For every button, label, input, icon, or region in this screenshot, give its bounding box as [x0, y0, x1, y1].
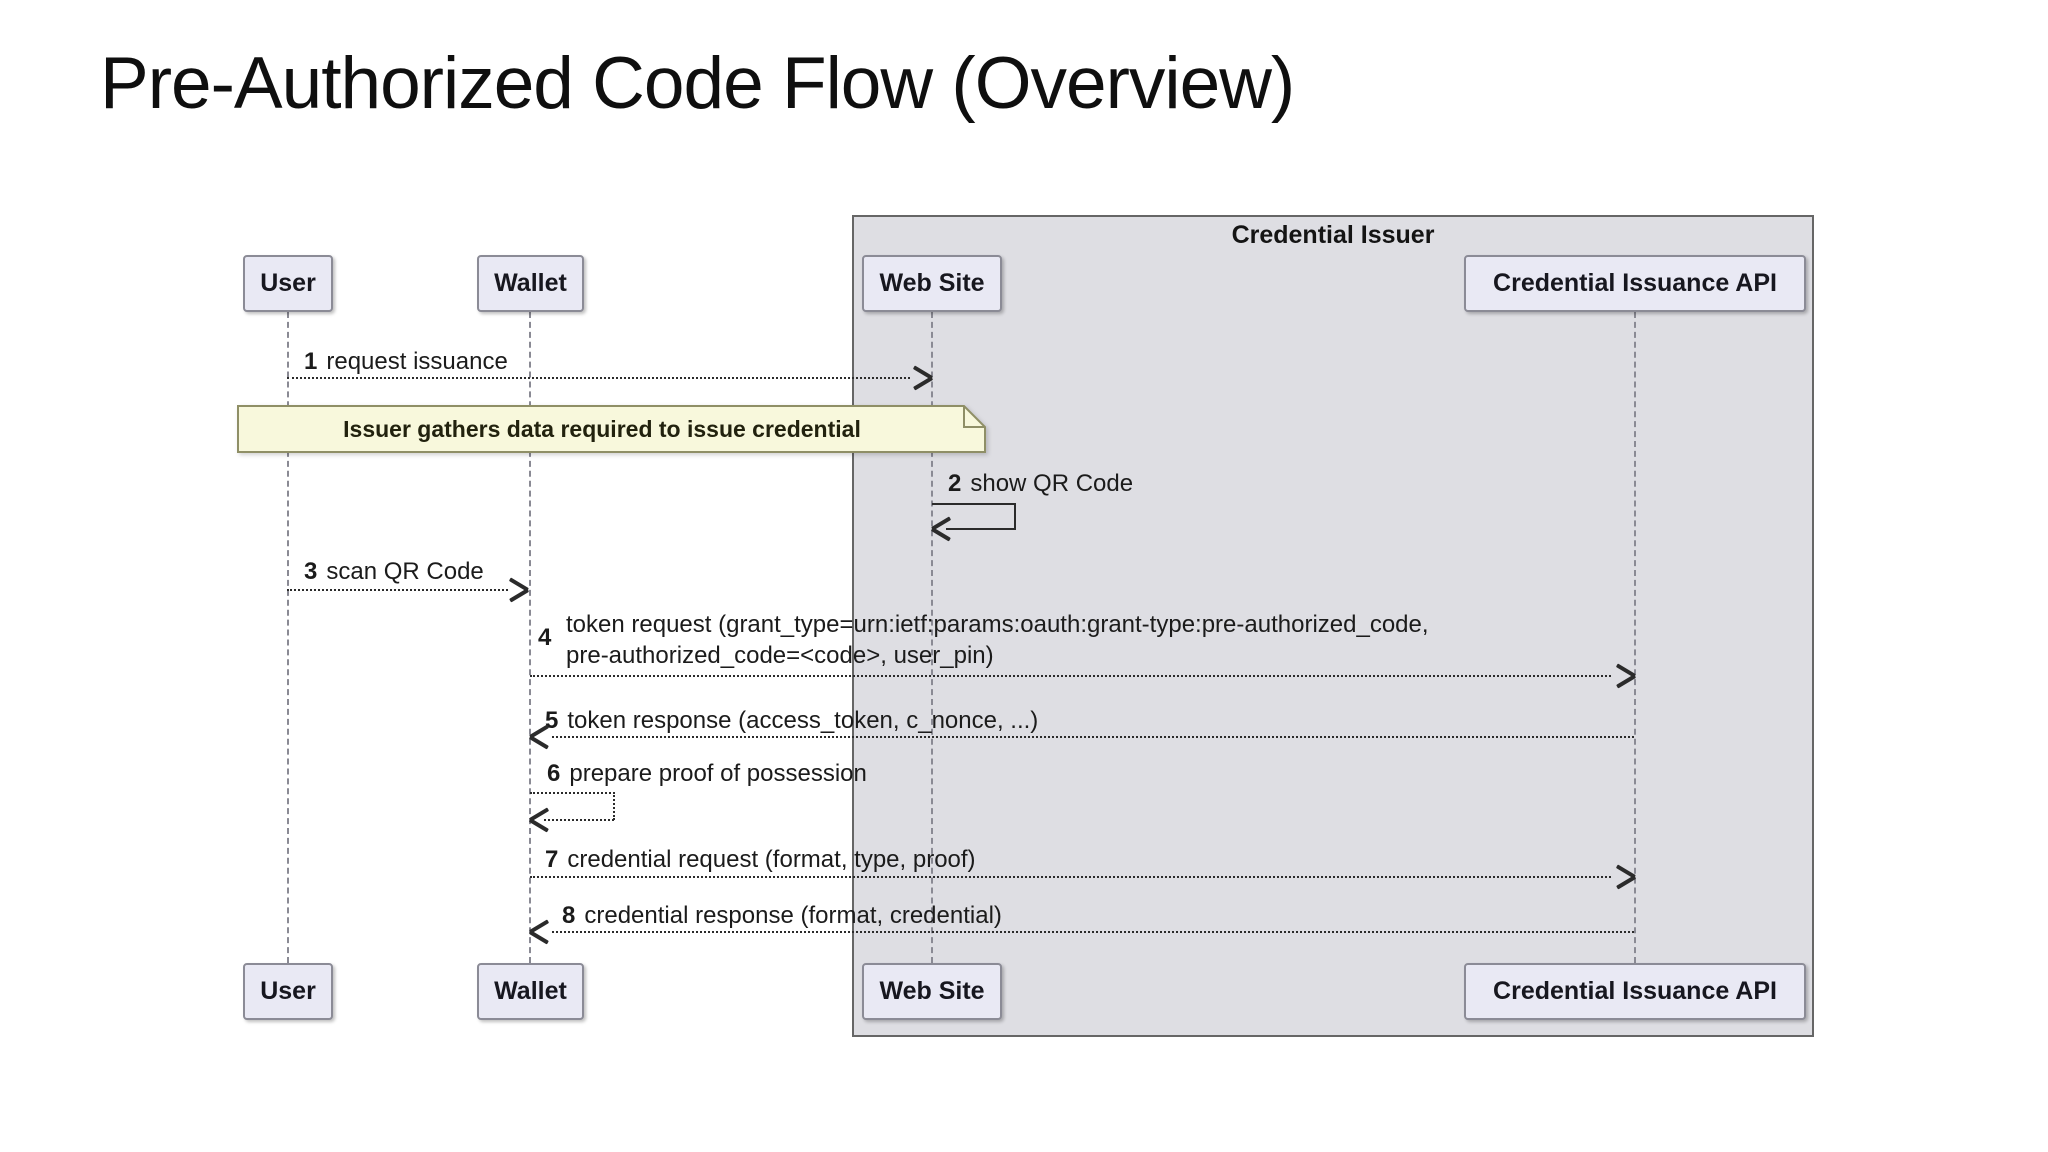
message-2-label: 2 show QR Code [948, 468, 1133, 499]
message-6-label: 6 prepare proof of possession [547, 758, 867, 789]
message-4-label: token request (grant_type=urn:ietf:param… [566, 609, 1429, 671]
note: Issuer gathers data required to issue cr… [237, 405, 987, 453]
message-8-text: credential response (format, credential) [584, 902, 1002, 929]
participant-website-top: Web Site [862, 255, 1002, 312]
participant-user-top: User [243, 255, 333, 312]
message-6-text: prepare proof of possession [569, 760, 867, 787]
message-3-number: 3 [304, 558, 318, 585]
lifeline-wallet [529, 312, 531, 963]
participant-credential-issuance-api-bottom: Credential Issuance API [1464, 963, 1806, 1020]
message-8-number: 8 [562, 902, 576, 929]
message-8-line [552, 931, 1634, 933]
lifeline-credential-issuance-api [1634, 312, 1636, 963]
message-6-number: 6 [547, 760, 561, 787]
message-7-label: 7 credential request (format, type, proof… [545, 844, 976, 875]
participant-user-bottom: User [243, 963, 333, 1020]
participant-wallet-top: Wallet [477, 255, 584, 312]
credential-issuer-frame [852, 215, 1814, 1037]
message-4-arrowhead-icon [1611, 664, 1635, 688]
message-6-loop-bottom [544, 819, 614, 821]
credential-issuer-frame-label: Credential Issuer [1231, 221, 1435, 249]
message-2-loop-bottom [946, 528, 1016, 530]
lifeline-website [931, 312, 933, 963]
message-4-text-line1: token request (grant_type=urn:ietf:param… [566, 611, 1429, 638]
message-6-loop-side [613, 792, 615, 820]
message-2-number: 2 [948, 470, 962, 497]
message-4-text-line2: pre-authorized_code=<code>, user_pin) [566, 642, 994, 669]
message-1-line [287, 377, 910, 379]
message-8-arrowhead-icon [530, 920, 554, 944]
message-1-text: request issuance [326, 348, 508, 375]
message-7-text: credential request (format, type, proof) [567, 846, 976, 873]
message-3-text: scan QR Code [326, 558, 484, 585]
participant-wallet-bottom: Wallet [477, 963, 584, 1020]
message-5-line [552, 736, 1634, 738]
message-4-line [530, 675, 1611, 677]
message-8-label: 8 credential response (format, credential… [562, 900, 1002, 931]
message-7-arrowhead-icon [1611, 865, 1635, 889]
message-6-arrowhead-icon [530, 808, 554, 832]
participant-website-bottom: Web Site [862, 963, 1002, 1020]
message-5-text: token response (access_token, c_nonce, .… [567, 707, 1039, 734]
note-shape [237, 405, 986, 453]
message-5-arrowhead-icon [530, 725, 554, 749]
message-1-label: 1 request issuance [304, 346, 508, 377]
message-1-arrowhead-icon [908, 366, 932, 390]
note-text: Issuer gathers data required to issue cr… [343, 415, 861, 442]
message-3-arrowhead-icon [504, 578, 528, 602]
message-7-number: 7 [545, 846, 559, 873]
message-2-loop-top [932, 503, 1016, 505]
message-4-number: 4 [538, 624, 552, 651]
message-1-number: 1 [304, 348, 318, 375]
lifeline-user [287, 312, 289, 963]
message-2-text: show QR Code [970, 470, 1134, 497]
participant-credential-issuance-api-top: Credential Issuance API [1464, 255, 1806, 312]
message-3-line [287, 589, 508, 591]
message-7-line [530, 876, 1611, 878]
message-2-arrowhead-icon [932, 517, 956, 541]
message-2-loop-side [1014, 503, 1016, 530]
message-6-loop-top [530, 792, 615, 794]
message-3-label: 3 scan QR Code [304, 556, 484, 587]
page-title: Pre-Authorized Code Flow (Overview) [100, 43, 1295, 124]
